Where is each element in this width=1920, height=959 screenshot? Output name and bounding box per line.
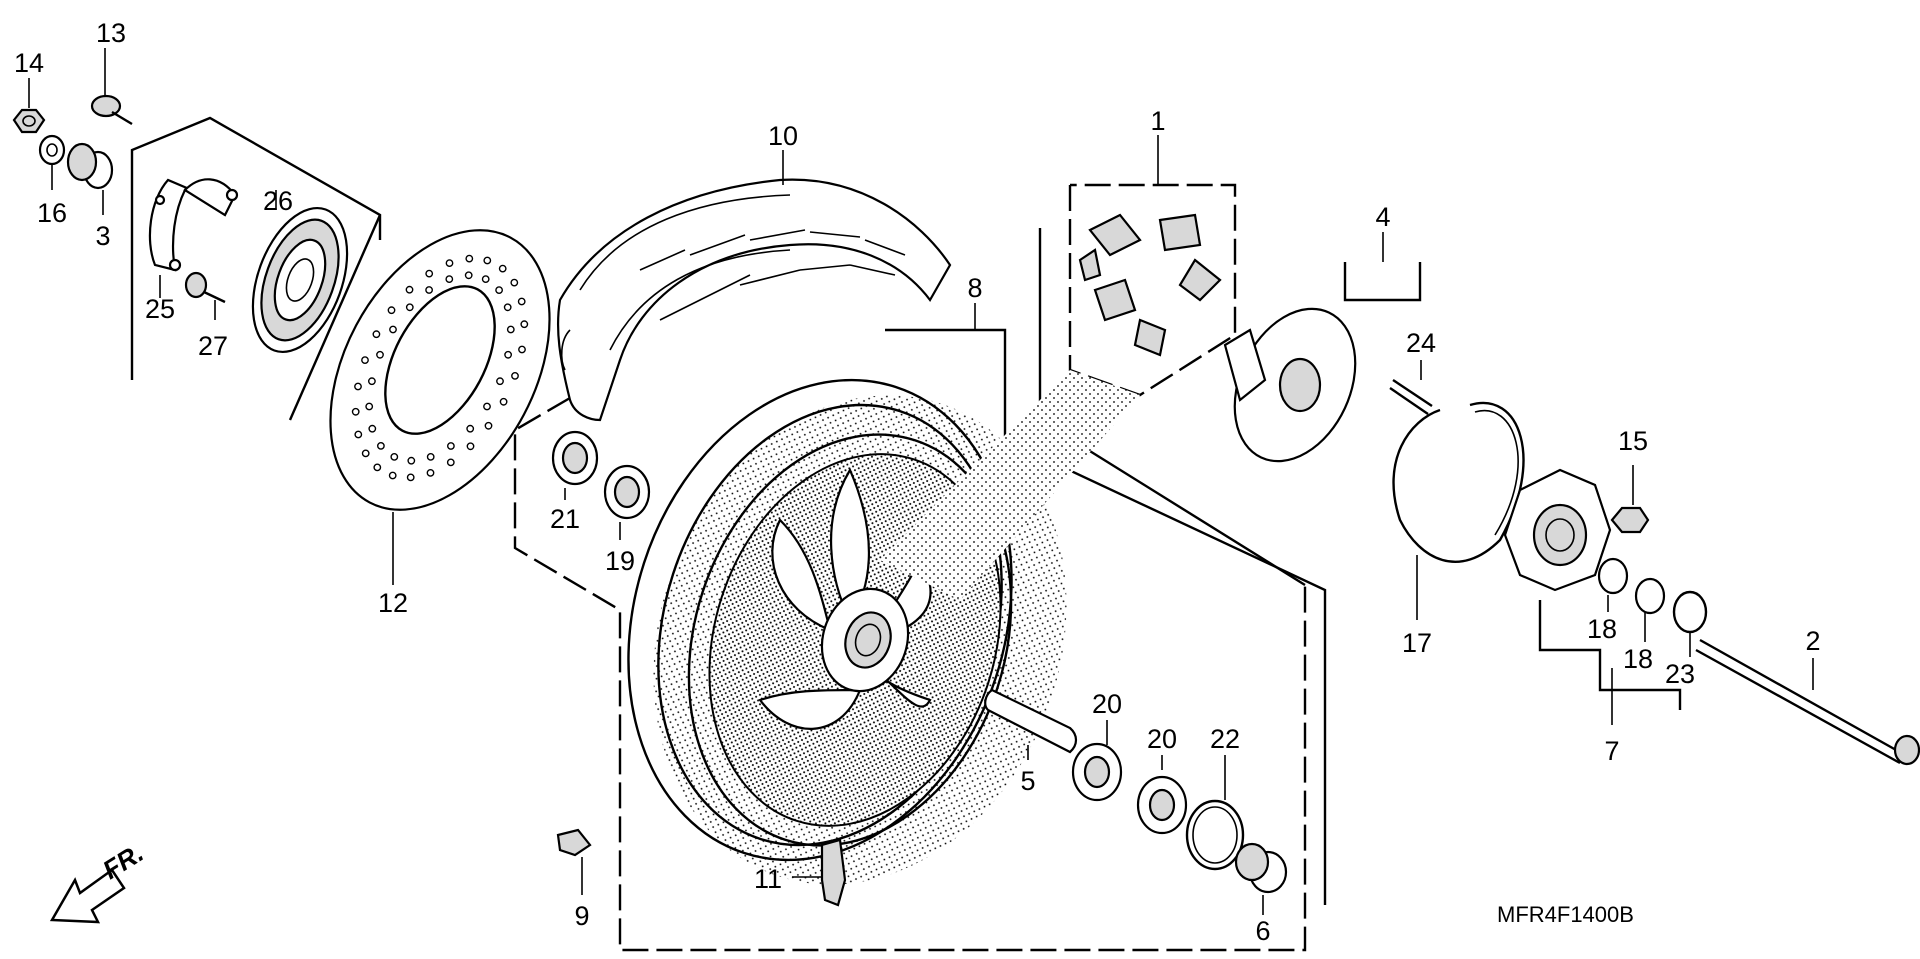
disc-hole: [517, 297, 526, 306]
callout-10: 10: [768, 121, 798, 151]
leader-lines: [28, 48, 1814, 915]
disc-hole: [496, 377, 504, 386]
callout-23: 23: [1665, 659, 1695, 689]
disc-hole: [499, 397, 508, 406]
callout-24: 24: [1406, 328, 1436, 358]
disc-hole: [407, 456, 416, 465]
front-direction-arrow-icon: FR.: [49, 837, 149, 924]
callout-4: 4: [1375, 202, 1390, 232]
disc-hole: [425, 269, 434, 278]
disc-hole: [372, 330, 381, 339]
callout-18a: 18: [1587, 614, 1617, 644]
callout-17: 17: [1402, 628, 1432, 658]
tire: [556, 178, 952, 422]
callout-19: 19: [605, 546, 635, 576]
disc-hole: [483, 402, 491, 411]
disc-hole: [426, 468, 435, 477]
disc-hole: [498, 264, 507, 273]
group-frames: [130, 116, 1682, 952]
disc-hole: [483, 256, 492, 265]
callout-21: 21: [550, 504, 580, 534]
disc-hole: [361, 449, 370, 458]
disc-hole: [406, 473, 415, 482]
disc-hole: [465, 254, 474, 263]
callout-1: 1: [1150, 106, 1165, 136]
callout-16: 16: [37, 198, 67, 228]
disc-hole: [405, 303, 414, 312]
callout-15: 15: [1618, 426, 1648, 456]
callout-6: 6: [1255, 916, 1270, 946]
disc-hole: [365, 402, 374, 411]
callout-20b: 20: [1147, 724, 1177, 754]
brake-disc: [329, 229, 551, 511]
callout-9: 9: [574, 901, 589, 931]
disc-hole: [506, 325, 515, 334]
disc-hole: [445, 275, 454, 283]
disc-hole: [426, 452, 435, 461]
callout-13: 13: [96, 18, 126, 48]
disc-hole: [503, 303, 512, 312]
small-parts: [12, 94, 1920, 907]
callout-5: 5: [1020, 766, 1035, 796]
sensor-bracket: [148, 178, 239, 272]
callout-11: 11: [754, 864, 782, 894]
disc-hole: [425, 286, 433, 294]
callout-22: 22: [1210, 724, 1240, 754]
disc-hole: [484, 421, 493, 430]
disc-hole: [520, 320, 529, 329]
disc-hole: [466, 424, 475, 433]
disc-hole: [446, 442, 455, 450]
disc-hole: [373, 463, 382, 472]
disc-hole: [466, 442, 475, 451]
callout-18b: 18: [1623, 644, 1653, 674]
disc-hole: [387, 306, 396, 315]
disc-hole: [351, 407, 360, 416]
callout-25: 25: [145, 294, 175, 324]
callout-3: 3: [95, 221, 110, 251]
callout-7: 7: [1604, 736, 1619, 766]
disc-hole: [511, 371, 519, 380]
disc-hole: [495, 286, 503, 294]
callout-2: 2: [1805, 626, 1820, 656]
callout-14: 14: [14, 48, 44, 78]
pulser-ring: [251, 206, 349, 354]
disc-hole: [445, 259, 454, 267]
disc-hole: [464, 271, 473, 280]
disc-hole: [481, 275, 490, 283]
disc-hole: [376, 441, 385, 450]
disc-hole: [504, 350, 512, 359]
callout-27: 27: [198, 331, 228, 361]
diagram-code: MFR4F1400B: [1497, 902, 1634, 927]
disc-hole: [354, 382, 362, 391]
callout-12: 12: [378, 588, 408, 618]
disc-hole: [390, 452, 399, 461]
disc-hole: [510, 278, 519, 287]
callout-26: 26: [263, 186, 293, 216]
disc-hole: [361, 356, 369, 364]
disc-hole: [368, 424, 377, 433]
disc-hole: [376, 350, 384, 359]
disc-hole: [518, 345, 526, 354]
disc-hole: [405, 285, 414, 294]
callout-numbers: 1 2 3 4 5 6 7 8 9 10 11 12 13 14 15 16 1…: [14, 18, 1821, 946]
callout-8: 8: [967, 273, 982, 303]
disc-hole: [388, 471, 397, 480]
disc-hole: [354, 430, 363, 439]
disc-hole: [367, 377, 376, 386]
callout-20a: 20: [1092, 689, 1122, 719]
disc-hole: [389, 325, 397, 334]
disc-hole: [446, 458, 455, 467]
